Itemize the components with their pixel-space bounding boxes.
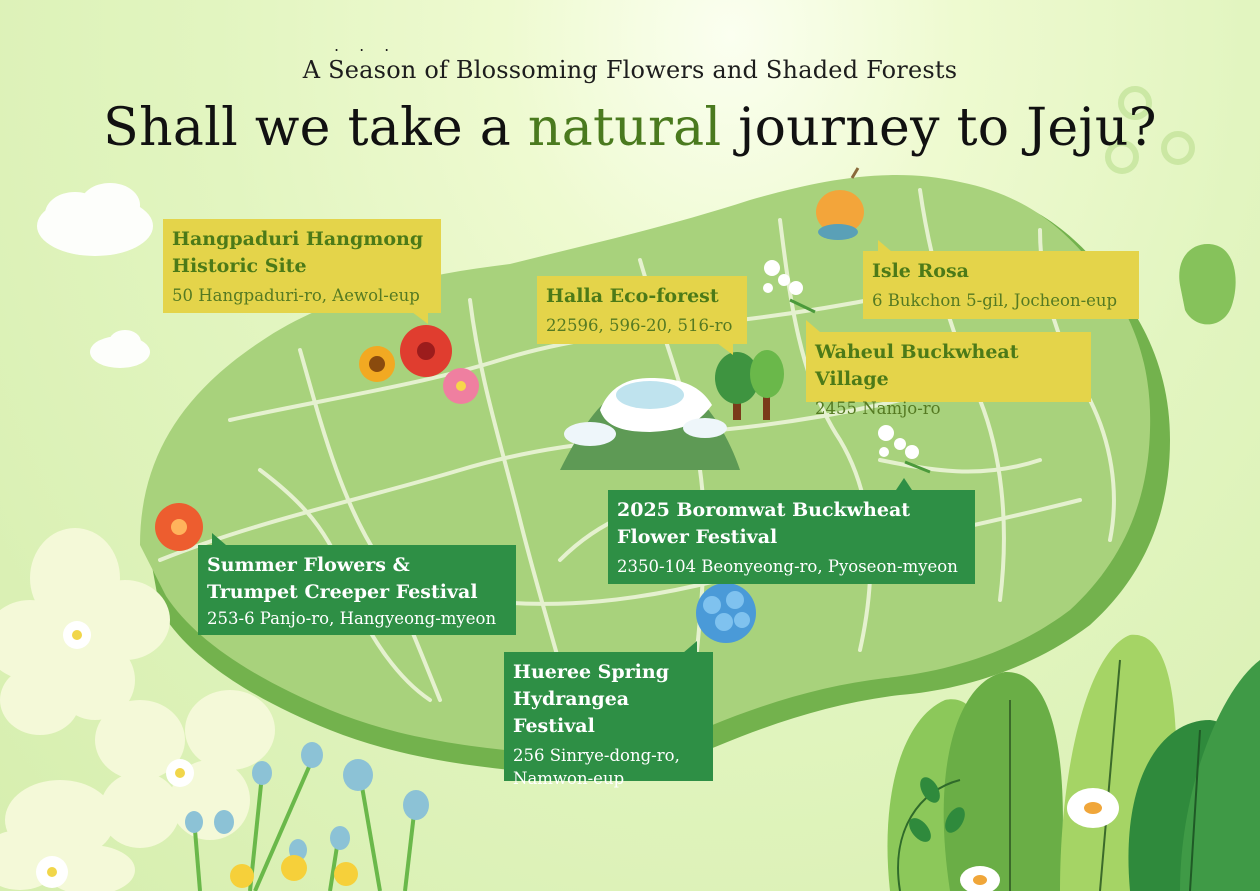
buckwheat-flower-icon <box>763 260 816 314</box>
hydrangea-icon <box>696 583 756 643</box>
location-name: Halla Eco-forest <box>546 285 719 307</box>
location-address: 6 Bukchon 5-gil, Jocheon-eup <box>872 291 1118 310</box>
location-address: 2455 Namjo-ro <box>815 399 941 418</box>
title-part-1: Shall we take a <box>103 98 528 158</box>
page-title: Shall we take a natural journey to Jeju? <box>0 98 1260 158</box>
cloud-icon <box>37 183 153 256</box>
location-address: 253-6 Panjo-ro, Hangyeong-myeon <box>207 609 497 628</box>
cloud-icon <box>90 330 150 368</box>
buckwheat-flower-icon <box>878 425 931 474</box>
hallasan-mountain-icon <box>560 378 740 470</box>
location-address: 256 Sinrye-dong-ro,Namwon-eup <box>513 746 680 788</box>
location-label-isle-rosa[interactable]: Isle Rosa 6 Bukchon 5-gil, Jocheon-eup <box>863 251 1139 319</box>
islet <box>1179 244 1236 325</box>
label-pointer <box>806 320 820 332</box>
label-pointer <box>717 343 733 355</box>
location-name: Waheul Buckwheat Village <box>815 341 1019 390</box>
location-label-halla[interactable]: Halla Eco-forest 22596, 596-20, 516-ro <box>537 276 747 344</box>
label-pointer <box>212 533 226 545</box>
location-address: 50 Hangpaduri-ro, Aewol-eup <box>172 286 420 305</box>
trees-icon <box>715 350 784 420</box>
white-flower-icon <box>0 780 135 891</box>
label-pointer <box>412 312 428 324</box>
sunflower-icon <box>359 346 395 382</box>
label-pointer <box>683 641 697 653</box>
hibiscus-icon <box>400 325 452 377</box>
trumpet-creeper-icon <box>155 503 203 551</box>
cosmos-icon <box>443 368 479 404</box>
location-name: Isle Rosa <box>872 260 969 282</box>
white-flower-icon <box>0 528 170 735</box>
location-name: Summer Flowers &Trumpet Creeper Festival <box>207 554 478 603</box>
subtitle: A Season of Blossoming Flowers and Shade… <box>302 56 958 84</box>
title-accent-word: natural <box>527 98 722 158</box>
subtitle-dots: ... <box>334 36 410 55</box>
white-flower-icon <box>95 690 275 848</box>
location-label-summer-flowers[interactable]: Summer Flowers &Trumpet Creeper Festival… <box>198 545 516 635</box>
title-part-2: journey to Jeju? <box>721 98 1157 158</box>
label-pointer <box>878 240 892 252</box>
location-label-waheul[interactable]: Waheul Buckwheat Village 2455 Namjo-ro <box>806 332 1091 418</box>
location-address: 2350-104 Beonyeong-ro, Pyoseon-myeon <box>617 557 958 576</box>
flower-cluster-icon <box>1105 86 1195 174</box>
location-address: 22596, 596-20, 516-ro <box>546 316 733 335</box>
orange-fruit-icon <box>816 167 864 240</box>
leaf-plant-icon <box>887 634 1260 891</box>
bluebell-stems-icon <box>185 742 429 891</box>
label-pointer <box>896 478 912 490</box>
